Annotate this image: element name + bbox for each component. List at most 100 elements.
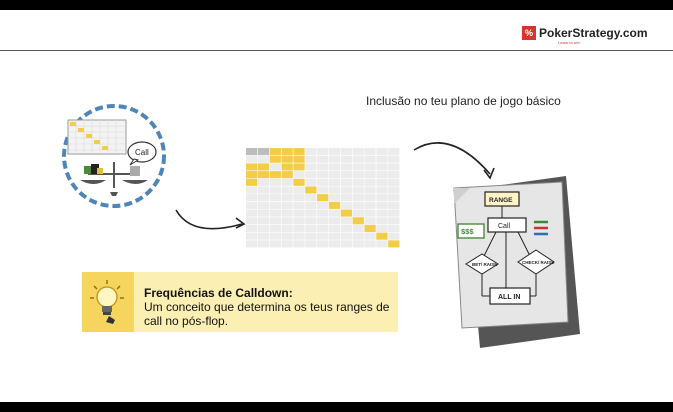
matrix-cell — [257, 232, 270, 240]
matrix-cell — [317, 201, 329, 209]
matrix-cell — [246, 224, 258, 233]
matrix-cell — [376, 178, 388, 186]
matrix-cell — [328, 201, 341, 209]
matrix-cell — [293, 232, 305, 240]
matrix-cell — [340, 194, 353, 202]
matrix-cell — [293, 178, 305, 186]
matrix-cell — [305, 148, 317, 156]
matrix-cell — [328, 232, 341, 240]
range-box: RANGE — [489, 197, 513, 204]
matrix-cell — [257, 155, 270, 163]
matrix-cell — [317, 209, 329, 217]
matrix-cell — [257, 148, 270, 156]
logo-tagline: Learn to win — [558, 40, 580, 45]
matrix-cell — [340, 171, 353, 179]
matrix-cell — [388, 232, 400, 240]
matrix-cell — [364, 224, 376, 233]
matrix-cell — [269, 178, 281, 186]
matrix-cell — [257, 240, 270, 248]
matrix-cell — [376, 232, 388, 240]
matrix-cell — [364, 178, 376, 186]
header-divider — [0, 50, 673, 51]
matrix-cell — [376, 209, 388, 217]
matrix-cell — [246, 163, 258, 171]
matrix-cell — [340, 232, 353, 240]
matrix-cell — [305, 155, 317, 163]
matrix-cell — [246, 155, 258, 163]
matrix-cell — [352, 224, 364, 233]
matrix-cell — [328, 186, 341, 194]
matrix-cell — [293, 171, 305, 179]
matrix-cell — [246, 186, 258, 194]
matrix-cell — [293, 240, 305, 248]
matrix-cell — [269, 224, 281, 233]
matrix-cell — [269, 194, 281, 202]
matrix-cell — [281, 171, 293, 179]
matrix-cell — [376, 201, 388, 209]
matrix-cell — [305, 171, 317, 179]
matrix-cell — [293, 209, 305, 217]
matrix-cell — [317, 224, 329, 233]
matrix-cell — [269, 232, 281, 240]
matrix-cell — [388, 201, 400, 209]
matrix-cell — [269, 201, 281, 209]
matrix-cell — [352, 163, 364, 171]
hand-range-matrix — [246, 148, 400, 248]
matrix-cell — [388, 163, 400, 171]
matrix-cell — [328, 217, 341, 225]
lightbulb-icon — [90, 280, 124, 324]
matrix-cell — [305, 194, 317, 202]
matrix-cell — [388, 224, 400, 233]
matrix-cell — [328, 171, 341, 179]
matrix-cell — [340, 224, 353, 233]
matrix-cell — [246, 171, 258, 179]
matrix-cell — [281, 209, 293, 217]
pokerstrategy-logo: % PokerStrategy.com Learn to win — [522, 26, 648, 45]
matrix-cell — [328, 163, 341, 171]
matrix-cell — [317, 232, 329, 240]
flowchart-document: RANGE Call $$$ BET/ RAISE CHECK/ RAISE A… — [453, 176, 580, 348]
matrix-cell — [281, 224, 293, 233]
matrix-cell — [317, 163, 329, 171]
matrix-cell — [340, 240, 353, 248]
matrix-cell — [305, 186, 317, 194]
matrix-cell — [269, 171, 281, 179]
matrix-cell — [281, 155, 293, 163]
matrix-cell — [305, 163, 317, 171]
matrix-cell — [293, 217, 305, 225]
matrix-cell — [269, 240, 281, 248]
call-box: Call — [498, 223, 511, 230]
matrix-cell — [305, 224, 317, 233]
matrix-cell — [257, 163, 270, 171]
matrix-cell — [364, 240, 376, 248]
matrix-cell — [328, 194, 341, 202]
matrix-cell — [257, 186, 270, 194]
matrix-cell — [257, 171, 270, 179]
matrix-cell — [269, 217, 281, 225]
matrix-cell — [281, 217, 293, 225]
matrix-cell — [281, 178, 293, 186]
matrix-cell — [352, 209, 364, 217]
matrix-cell — [388, 155, 400, 163]
matrix-cell — [246, 194, 258, 202]
matrix-cell — [281, 232, 293, 240]
matrix-cell — [328, 178, 341, 186]
all-in-box: ALL IN — [498, 294, 520, 301]
matrix-cell — [364, 201, 376, 209]
matrix-cell — [364, 148, 376, 156]
matrix-cell — [364, 194, 376, 202]
matrix-cell — [246, 232, 258, 240]
slide: % PokerStrategy.com Learn to win Inclusã… — [0, 10, 673, 402]
matrix-cell — [257, 201, 270, 209]
matrix-cell — [328, 209, 341, 217]
matrix-cell — [376, 148, 388, 156]
matrix-cell — [305, 178, 317, 186]
matrix-cell — [317, 148, 329, 156]
matrix-cell — [352, 186, 364, 194]
matrix-cell — [281, 186, 293, 194]
matrix-cell — [246, 201, 258, 209]
matrix-cell — [352, 148, 364, 156]
top-letterbox — [0, 0, 673, 10]
matrix-cell — [352, 171, 364, 179]
matrix-cell — [376, 217, 388, 225]
